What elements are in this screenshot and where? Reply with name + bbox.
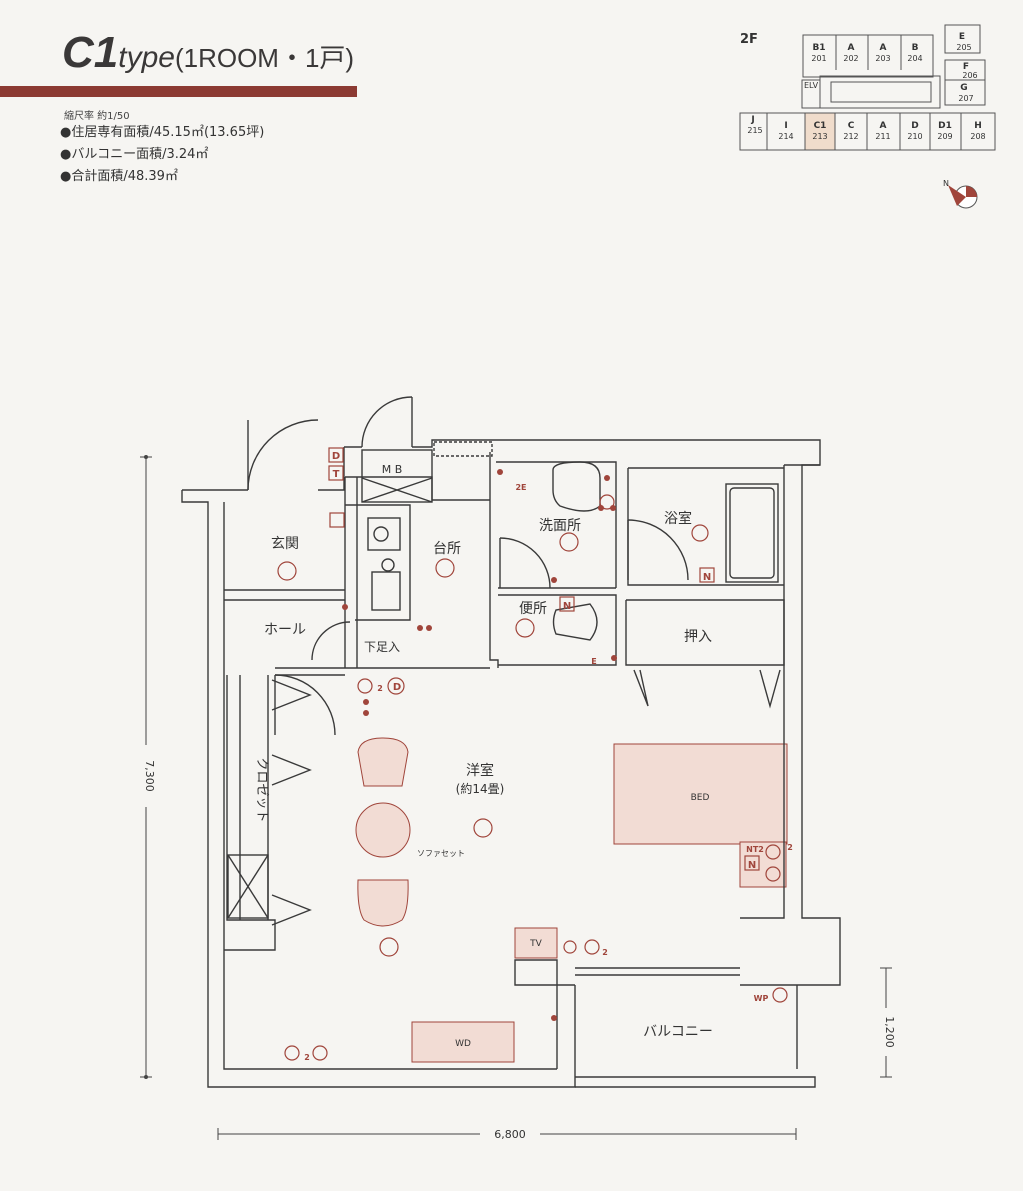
symbol-d: D xyxy=(393,682,401,693)
keyplan-unit-type: H xyxy=(974,121,982,131)
bed-label: BED xyxy=(691,793,710,803)
symbol-wp: WP xyxy=(754,994,769,1003)
room-washroom: 洗面所 xyxy=(539,518,581,534)
outlet-dots xyxy=(342,469,617,1021)
symbol-n: N xyxy=(748,860,756,871)
keyplan-unit-type: C1 xyxy=(814,121,827,131)
keyplan-unit-type: J xyxy=(750,115,754,125)
type-subtitle: (1ROOM・1戸) xyxy=(174,43,355,73)
keyplan-unit-type: B1 xyxy=(812,43,825,53)
symbol-nt2: NT2 xyxy=(746,845,764,854)
symbol-2e: 2E xyxy=(515,483,526,492)
keyplan-unit-no: 203 xyxy=(875,54,890,63)
keyplan-unit-no: 205 xyxy=(956,43,971,52)
keyplan-unit-no: 214 xyxy=(778,132,793,141)
type-code: C1 xyxy=(62,28,119,77)
keyplan-unit-type: I xyxy=(784,121,787,131)
nightstand xyxy=(739,841,787,888)
dimension-height: 7,300 xyxy=(143,760,156,792)
key-plan: B1 201 A 202 A 203 B 204 E 205 F 206 G 2… xyxy=(739,24,996,209)
keyplan-unit-type: A xyxy=(848,43,855,53)
symbol-2: 2 xyxy=(304,1053,310,1062)
wd-label: WD xyxy=(455,1039,471,1049)
symbol-e: E xyxy=(591,657,596,666)
symbol-2: 2 xyxy=(602,948,608,957)
keyplan-unit-type: D xyxy=(911,121,918,131)
north-arrow-icon: N xyxy=(943,179,978,209)
sofa-label: ソファセット xyxy=(417,849,465,858)
washer-dryer-space xyxy=(411,1021,515,1063)
keyplan-unit-no: 201 xyxy=(811,54,826,63)
keyplan-unit-no: 215 xyxy=(747,126,762,135)
keyplan-unit-type: C xyxy=(848,121,855,131)
keyplan-unit-type: F xyxy=(963,62,969,72)
room-western-size: (約14畳) xyxy=(456,781,505,796)
keyplan-highlight-c1 xyxy=(804,112,836,151)
coffee-table xyxy=(355,802,411,858)
north-label: N xyxy=(943,179,949,188)
symbol-t: T xyxy=(333,469,340,480)
unit-type-title: C1type(1ROOM・1戸) xyxy=(62,28,354,78)
room-mb: M B xyxy=(382,463,403,476)
keyplan-unit-type: E xyxy=(959,32,965,42)
keyplan-unit-no: 211 xyxy=(875,132,890,141)
walls xyxy=(181,396,841,1088)
tv-label: TV xyxy=(529,939,542,949)
keyplan-unit-no: 207 xyxy=(958,94,973,103)
title-underline xyxy=(0,86,357,97)
dimension-width: 6,800 xyxy=(494,1128,526,1141)
keyplan-unit-no: 206 xyxy=(962,71,977,80)
keyplan-unit-type: A xyxy=(880,43,887,53)
room-kitchen: 台所 xyxy=(433,541,461,557)
keyplan-unit-no: 202 xyxy=(843,54,858,63)
keyplan-unit-no: 210 xyxy=(907,132,922,141)
keyplan-elevator: ELV xyxy=(804,81,819,90)
keyplan-unit-no: 212 xyxy=(843,132,858,141)
symbol-2: 2 xyxy=(787,843,793,852)
room-hall: ホール xyxy=(264,622,306,638)
keyplan-unit-no: 213 xyxy=(812,132,827,141)
room-shoe-box: 下足入 xyxy=(364,640,400,654)
room-bathroom: 浴室 xyxy=(664,510,692,527)
spec-balcony-area: ●バルコニー面積/3.24㎡ xyxy=(60,147,209,162)
dimension-balcony: 1,200 xyxy=(883,1016,896,1048)
scale-note: 縮尺率 約1/50 xyxy=(64,111,130,122)
spec-floor-area: ●住居専有面積/45.15㎡(13.65坪) xyxy=(60,125,265,140)
room-entrance: 玄関 xyxy=(271,535,299,552)
keyplan-unit-no: 204 xyxy=(907,54,922,63)
keyplan-unit-no: 209 xyxy=(937,132,952,141)
symbol-d: D xyxy=(332,451,340,462)
room-oshiire: 押入 xyxy=(684,629,712,645)
bed xyxy=(613,743,788,845)
symbol-n: N xyxy=(563,601,571,612)
spec-total-area: ●合計面積/48.39㎡ xyxy=(60,169,178,184)
type-word: type xyxy=(118,41,175,74)
floor-label: 2F xyxy=(740,32,758,47)
symbol-n: N xyxy=(703,572,711,583)
tv-stand xyxy=(514,927,558,959)
room-closet: クロゼット xyxy=(254,757,269,822)
room-toilet: 便所 xyxy=(519,601,547,617)
keyplan-unit-type: B xyxy=(912,43,919,53)
room-balcony: バルコニー xyxy=(643,1024,713,1040)
symbol-2: 2 xyxy=(377,684,383,693)
electrical-symbols xyxy=(277,447,788,1061)
keyplan-unit-type: G xyxy=(960,83,967,93)
keyplan-unit-type: A xyxy=(880,121,887,131)
keyplan-unit-no: 208 xyxy=(970,132,985,141)
armchair xyxy=(357,737,409,787)
keyplan-unit-type: D1 xyxy=(938,121,952,131)
room-western: 洋室 xyxy=(466,762,494,779)
armchair xyxy=(357,879,409,927)
